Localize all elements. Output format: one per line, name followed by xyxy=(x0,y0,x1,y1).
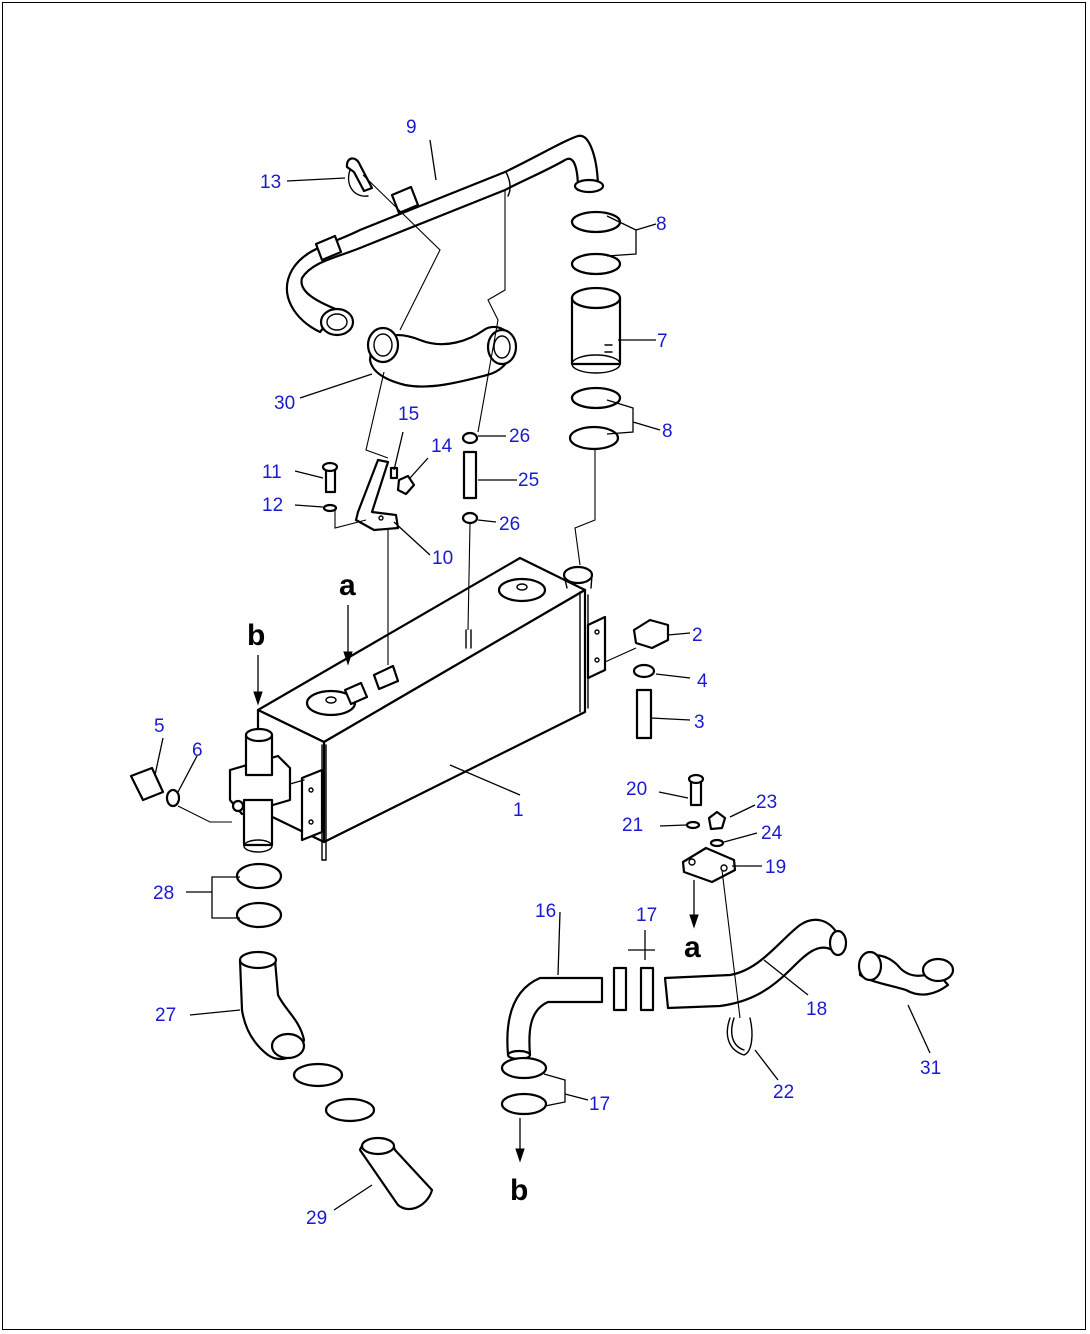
callout-26b: 26 xyxy=(499,514,520,535)
callout-8a: 8 xyxy=(656,214,667,235)
callout-7: 7 xyxy=(657,331,668,352)
callout-26a: 26 xyxy=(509,426,530,447)
assembly-reference-lines xyxy=(177,174,741,1019)
callout-labels: 1 2 3 4 5 6 7 8 8 9 10 11 12 13 14 15 16… xyxy=(153,117,941,1229)
callout-21: 21 xyxy=(622,815,643,836)
callout-24: 24 xyxy=(761,823,783,844)
bolt-washer-left xyxy=(129,766,181,808)
bracket-assembly xyxy=(321,431,479,532)
lower-left-hoses xyxy=(235,862,434,1211)
callout-2: 2 xyxy=(692,625,703,646)
callout-12: 12 xyxy=(262,495,283,516)
callout-29: 29 xyxy=(306,1208,327,1229)
callout-13: 13 xyxy=(260,172,281,193)
connection-label-a-top: a xyxy=(339,569,356,602)
callout-15: 15 xyxy=(398,404,419,425)
callout-18: 18 xyxy=(806,999,827,1020)
callout-19: 19 xyxy=(765,857,786,878)
tank-body xyxy=(228,556,607,861)
clamp-stack-right xyxy=(568,210,622,451)
callout-23: 23 xyxy=(756,792,777,813)
callout-11: 11 xyxy=(262,462,282,483)
callout-10: 10 xyxy=(432,548,453,569)
upper-pipe xyxy=(286,134,605,337)
lower-middle-hoses xyxy=(500,773,955,1116)
callout-27: 27 xyxy=(155,1005,176,1026)
callout-5: 5 xyxy=(154,716,165,737)
callout-16: 16 xyxy=(535,901,556,922)
callout-1: 1 xyxy=(513,800,524,821)
connection-label-a-bottom: a xyxy=(684,931,701,964)
callout-17b: 17 xyxy=(589,1094,610,1115)
elbow-hose xyxy=(366,325,518,388)
connection-label-b-bottom: b xyxy=(510,1174,528,1207)
connection-letter-labels: a a b b xyxy=(247,569,701,1207)
callout-31: 31 xyxy=(920,1058,941,1079)
fitting-assembly-right xyxy=(632,618,670,740)
callout-4: 4 xyxy=(697,671,708,692)
connection-arrows xyxy=(253,605,699,1163)
callout-17a: 17 xyxy=(636,905,657,926)
callout-25: 25 xyxy=(518,470,539,491)
callout-6: 6 xyxy=(192,740,203,761)
callout-9: 9 xyxy=(406,117,417,138)
connection-label-b-top: b xyxy=(247,619,265,652)
callout-30: 30 xyxy=(274,393,295,414)
callout-14: 14 xyxy=(431,436,453,457)
callout-20: 20 xyxy=(626,779,647,800)
callout-22: 22 xyxy=(773,1082,794,1103)
u-clamp xyxy=(345,157,374,197)
callout-8b: 8 xyxy=(662,421,673,442)
callout-leaders xyxy=(154,139,931,1211)
callout-28: 28 xyxy=(153,883,174,904)
callout-3: 3 xyxy=(694,712,705,733)
